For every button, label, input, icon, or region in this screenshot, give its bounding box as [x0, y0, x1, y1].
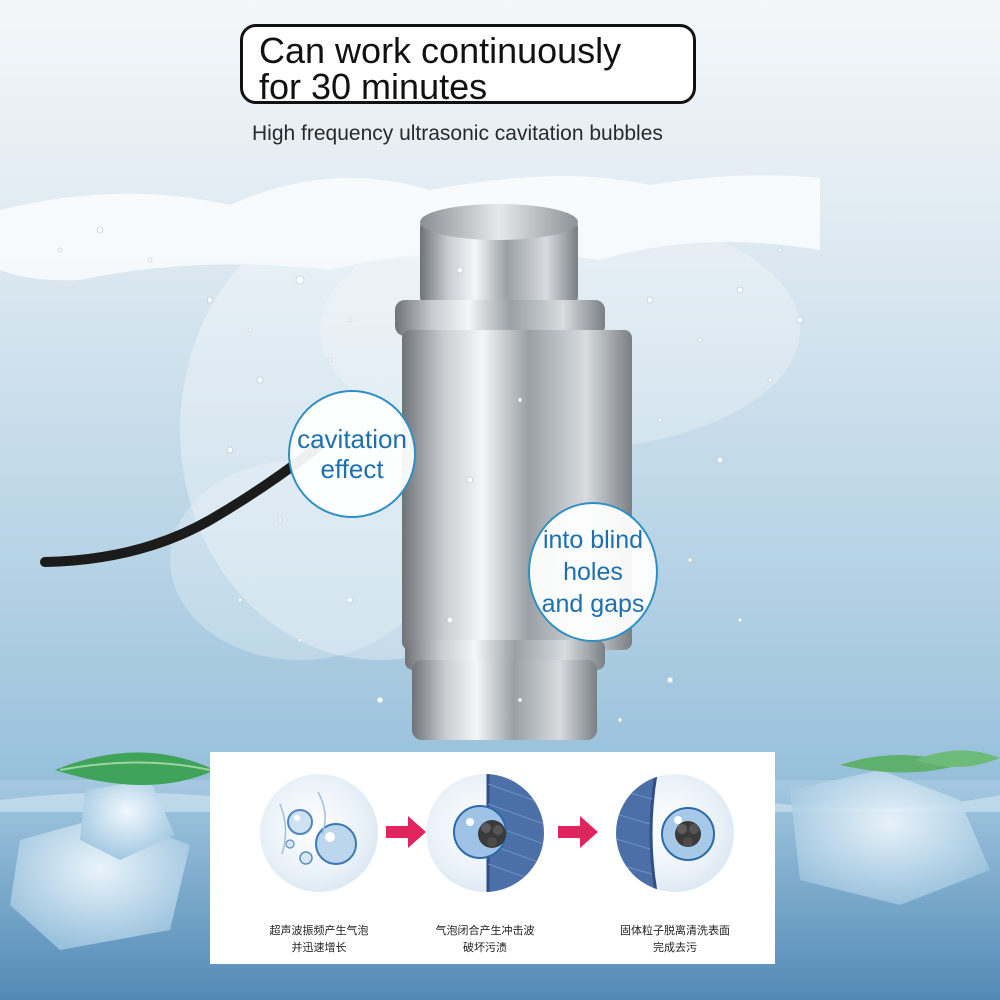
callout-line-1: cavitation: [297, 424, 407, 454]
bubbles: [57, 226, 804, 723]
callout-line-2: holes: [563, 558, 623, 586]
caption-line-2: 完成去污: [653, 941, 697, 954]
title-box: Can work continuously for 30 minutes: [240, 24, 696, 107]
caption-line-2: 并迅速增长: [291, 941, 347, 954]
stage-caption-3: 固体粒子脱离清洗表面 完成去污: [590, 922, 760, 956]
title-line-2: for 30 minutes: [259, 66, 488, 107]
ice-left: [10, 752, 215, 950]
stage-caption-2: 气泡闭合产生冲击波 破坏污渍: [400, 922, 570, 956]
particle-detach-icon: [616, 774, 734, 892]
bubble-impact-icon: [426, 774, 544, 892]
stage-caption-1: 超声波振频产生气泡 并迅速增长: [234, 922, 404, 956]
ice-right: [790, 750, 1000, 905]
caption-line-2: 破坏污渍: [463, 941, 507, 954]
arrow-right-icon: [558, 814, 598, 854]
subtitle: High frequency ultrasonic cavitation bub…: [252, 122, 663, 145]
callout-line-3: and gaps: [541, 590, 645, 618]
bubbles-forming-icon: [260, 774, 378, 892]
callout-line-1: into blind: [542, 526, 644, 554]
caption-line-1: 固体粒子脱离清洗表面: [620, 924, 730, 937]
caption-line-1: 超声波振频产生气泡: [269, 924, 369, 937]
caption-line-1: 气泡闭合产生冲击波: [435, 924, 535, 937]
process-panel: 超声波振频产生气泡 并迅速增长 气泡闭合产生冲击波 破坏污渍 固体粒子脱离清洗表…: [210, 752, 775, 964]
arrow-right-icon: [386, 814, 426, 854]
blind-holes-callout: into blind holes and gaps: [528, 502, 658, 642]
callout-line-2: effect: [320, 454, 384, 484]
title-line-1: Can work continuously: [259, 30, 622, 71]
cavitation-effect-callout: cavitation effect: [288, 390, 416, 518]
